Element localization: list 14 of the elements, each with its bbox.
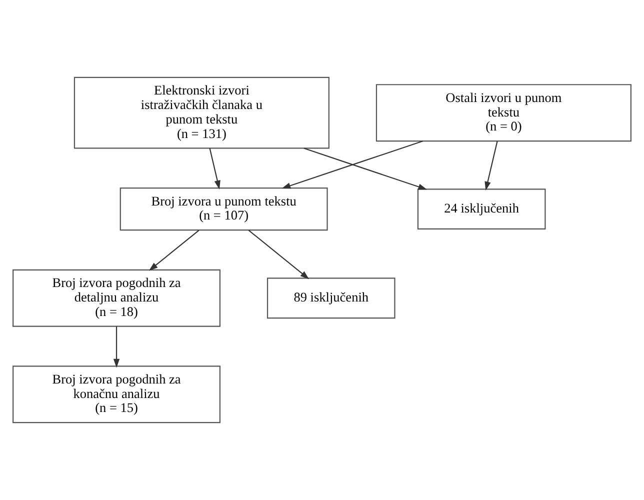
node-box: Broj izvora pogodnih za konačnu analizu (n = 15) [12, 366, 220, 424]
node-box: Ostali izvori u punom tekstu (n = 0) [376, 84, 632, 142]
node-box: Elektronski izvori istraživačkih članaka u punom tekstu (n = 131) [74, 76, 330, 149]
node-box: Broj izvora pogodnih za detaljnu analizu (n = 18) [12, 269, 220, 327]
arrow [148, 230, 200, 271]
arrow [113, 326, 120, 368]
arrow [282, 140, 423, 189]
node-box: 24 isključenih [417, 188, 546, 230]
arrow [209, 148, 220, 190]
arrow [248, 230, 310, 280]
arrow [304, 148, 428, 190]
node-box: Broj izvora u punom tekstu (n = 107) [120, 188, 328, 231]
arrow [484, 141, 498, 190]
node-box: 89 isključenih [266, 278, 396, 319]
